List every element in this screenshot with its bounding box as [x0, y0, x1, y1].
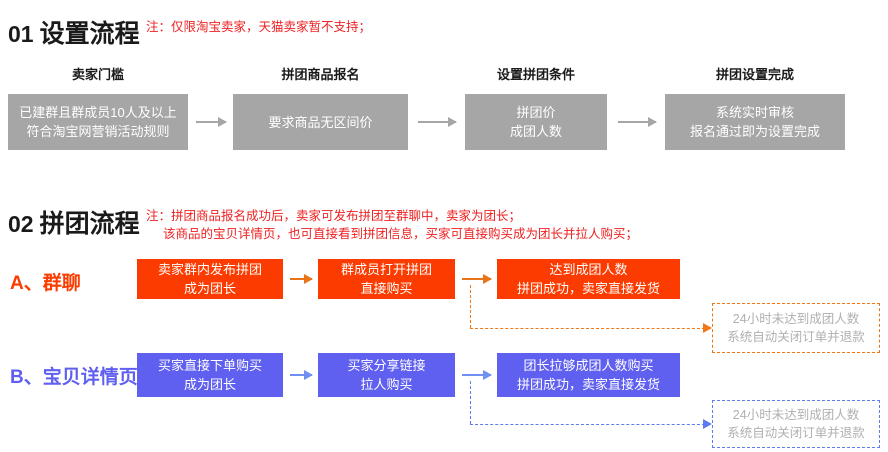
row-label-product-detail: B、宝贝详情页 — [10, 367, 138, 388]
arrow-rowB-1 — [290, 370, 313, 380]
flow-box-line: 拼团价 — [516, 105, 556, 120]
fallback-line: 系统自动关闭订单并退款 — [727, 426, 865, 440]
flow-box-line: 卖家群内发布拼团 — [157, 262, 262, 277]
arrow-rowA-1 — [290, 274, 313, 284]
arrow-shaft — [290, 278, 312, 280]
flow-box-line: 成团人数 — [509, 124, 562, 139]
section-02-note-line-2: 该商品的宝贝详情页，也可直接看到拼团信息，买家可直接购买成为团长并拉人购买； — [163, 227, 639, 241]
flow-box-line: 符合淘宝网营销活动规则 — [26, 124, 170, 139]
rowB-dashed-vertical — [470, 381, 471, 424]
section-01-title: 设置流程 — [39, 20, 140, 48]
flow-box-line: 达到成团人数 — [549, 262, 628, 277]
arrow-head — [648, 117, 657, 127]
rowB-fallback-box[interactable]: 24小时未达到成团人数 系统自动关闭订单并退款 — [712, 400, 880, 448]
arrow-threshold-to-signup — [196, 117, 227, 127]
flow-box-seller-threshold[interactable]: 已建群且群成员10人及以上 符合淘宝网营销活动规则 — [8, 94, 188, 150]
rowA-box-group-success[interactable]: 达到成团人数 拼团成功，卖家直接发货 — [497, 259, 680, 299]
fallback-line: 24小时未达到成团人数 — [732, 408, 860, 422]
arrow-conditions-to-done — [618, 117, 657, 127]
flow-box-line: 拉人购买 — [360, 377, 413, 392]
arrow-rowA-2 — [462, 274, 492, 284]
section-01-note: 注：仅限淘宝卖家，天猫卖家暂不支持； — [146, 20, 372, 34]
flow-box-line: 拼团成功，卖家直接发货 — [516, 377, 660, 392]
arrow-shaft — [418, 121, 456, 123]
rowB-dashed-arrow-head — [703, 419, 712, 429]
flow-box-line: 拼团成功，卖家直接发货 — [516, 281, 660, 296]
flow-box-line: 要求商品无区间价 — [268, 114, 373, 130]
fallback-line: 系统自动关闭订单并退款 — [727, 330, 865, 344]
column-caption-set-conditions: 设置拼团条件 — [496, 67, 575, 82]
rowA-dashed-arrow-head — [703, 323, 712, 333]
arrow-shaft — [462, 278, 491, 280]
arrow-head — [448, 117, 457, 127]
rowA-fallback-box[interactable]: 24小时未达到成团人数 系统自动关闭订单并退款 — [712, 303, 880, 353]
section-02-number: 02 — [8, 211, 34, 237]
arrow-shaft — [462, 374, 491, 376]
section-02-note-line-1: 注：拼团商品报名成功后，卖家可发布拼团至群聊中，卖家为团长； — [146, 209, 522, 223]
arrow-head — [304, 370, 313, 380]
rowB-box-group-success[interactable]: 团长拉够成团人数购买 拼团成功，卖家直接发货 — [497, 353, 680, 397]
arrow-head — [304, 274, 313, 284]
rowA-dashed-vertical — [470, 285, 471, 328]
flow-box-line: 已建群且群成员10人及以上 — [19, 105, 177, 120]
arrow-head — [218, 117, 227, 127]
column-caption-product-signup: 拼团商品报名 — [281, 67, 360, 82]
arrow-head — [483, 274, 492, 284]
flow-box-line: 成为团长 — [183, 281, 236, 296]
rowB-box-buyer-order[interactable]: 买家直接下单购买 成为团长 — [137, 353, 283, 397]
flow-box-line: 群成员打开拼团 — [340, 262, 432, 277]
flow-box-line: 报名通过即为设置完成 — [689, 124, 820, 139]
flow-box-set-conditions[interactable]: 拼团价 成团人数 — [465, 94, 607, 150]
rowA-dashed-horizontal — [470, 328, 710, 329]
rowA-box-member-open[interactable]: 群成员打开拼团 直接购买 — [318, 259, 455, 299]
flow-box-product-signup[interactable]: 要求商品无区间价 — [233, 94, 408, 150]
flow-box-line: 买家分享链接 — [347, 358, 426, 373]
arrow-shaft — [196, 121, 226, 123]
flow-box-line: 买家直接下单购买 — [157, 358, 262, 373]
rowA-box-publish-group[interactable]: 卖家群内发布拼团 成为团长 — [137, 259, 283, 299]
flow-box-line: 团长拉够成团人数购买 — [523, 358, 654, 373]
section-01-number: 01 — [8, 21, 34, 47]
arrow-rowB-2 — [462, 370, 492, 380]
arrow-signup-to-conditions — [418, 117, 457, 127]
rowB-dashed-horizontal — [470, 424, 710, 425]
column-caption-setup-done: 拼团设置完成 — [715, 67, 794, 82]
section-02-title: 拼团流程 — [39, 210, 140, 238]
flow-box-line: 直接购买 — [360, 281, 413, 296]
row-label-group-chat: A、群聊 — [10, 273, 81, 294]
rowB-box-share-link[interactable]: 买家分享链接 拉人购买 — [318, 353, 455, 397]
flow-box-line: 系统实时审核 — [715, 105, 794, 120]
arrow-shaft — [290, 374, 312, 376]
column-caption-seller-threshold: 卖家门槛 — [71, 67, 124, 82]
arrow-shaft — [618, 121, 656, 123]
arrow-head — [483, 370, 492, 380]
flow-box-line: 成为团长 — [183, 377, 236, 392]
fallback-line: 24小时未达到成团人数 — [732, 312, 860, 326]
flow-box-setup-done[interactable]: 系统实时审核 报名通过即为设置完成 — [665, 94, 845, 150]
